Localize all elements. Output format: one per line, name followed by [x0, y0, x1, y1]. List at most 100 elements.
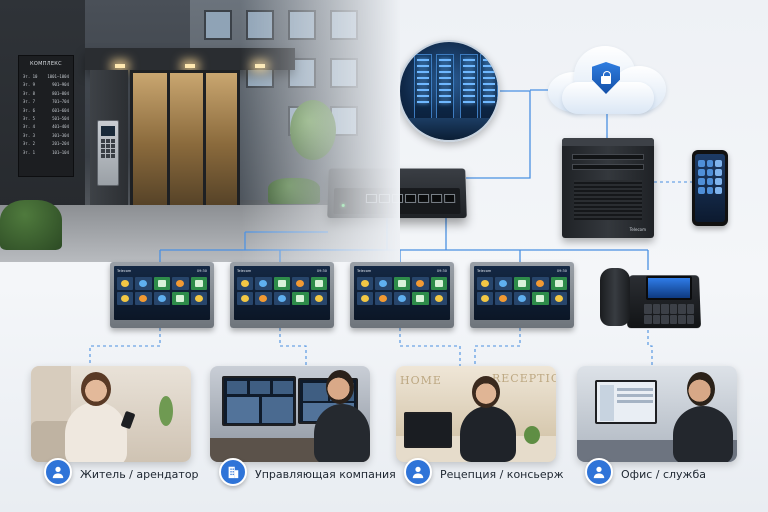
app-tile-icon[interactable] — [550, 277, 567, 290]
app-tile-icon[interactable] — [255, 292, 272, 305]
data-center-image — [398, 40, 500, 142]
app-tile-icon[interactable] — [412, 292, 429, 305]
photo-management-company — [210, 366, 370, 462]
app-tile-icon[interactable] — [430, 292, 447, 305]
app-tile-icon[interactable] — [237, 292, 254, 305]
app-tile-icon[interactable] — [393, 292, 411, 305]
directory-apartments: 1001–1004 — [47, 74, 69, 79]
app-tile-icon[interactable] — [532, 292, 549, 305]
role-management-company: Управляющая компания — [219, 458, 396, 486]
wall-sign-left: HOME — [400, 374, 442, 387]
monitor-app-grid[interactable] — [477, 277, 567, 305]
app-tile-icon[interactable] — [393, 277, 411, 290]
app-tile-icon[interactable] — [172, 277, 189, 290]
app-tile-icon[interactable] — [550, 292, 567, 305]
app-tile-icon[interactable] — [357, 292, 374, 305]
monitor-app-grid[interactable] — [117, 277, 207, 305]
app-tile-icon[interactable] — [477, 277, 494, 290]
monitor-brand: Telecom — [357, 269, 372, 273]
directory-floor: Эт. 8 — [23, 90, 36, 96]
directory-row: Эт. 3 301–304 — [23, 132, 69, 140]
directory-floor: Эт. 6 — [23, 107, 36, 113]
app-tile-icon[interactable] — [310, 292, 327, 305]
desk-ip-phone — [598, 268, 702, 330]
app-tile-icon[interactable] — [172, 292, 189, 305]
monitor-time: 09:30 — [556, 269, 567, 273]
app-tile-icon[interactable] — [117, 292, 134, 305]
monitor-app-grid[interactable] — [237, 277, 327, 305]
directory-apartments: 801–804 — [52, 90, 69, 96]
app-tile-icon[interactable] — [273, 277, 291, 290]
app-tile-icon[interactable] — [495, 277, 512, 290]
app-tile-icon[interactable] — [117, 277, 134, 290]
ip-phone-display — [646, 276, 692, 300]
directory-row: Эт. 8 801–804 — [23, 90, 69, 98]
app-tile-icon[interactable] — [357, 277, 374, 290]
app-tile-icon[interactable] — [135, 277, 152, 290]
shrub — [0, 200, 62, 250]
directory-apartments: 601–604 — [52, 107, 69, 113]
app-tile-icon[interactable] — [513, 277, 531, 290]
directory-apartments: 901–904 — [52, 82, 69, 88]
app-tile-icon[interactable] — [412, 277, 429, 290]
monitor-brand: Telecom — [237, 269, 252, 273]
app-tile-icon[interactable] — [153, 292, 171, 305]
reception-monitor — [404, 412, 452, 448]
app-tile-icon[interactable] — [255, 277, 272, 290]
smartphone-in-hand-icon — [120, 410, 136, 430]
directory-apartments: 701–704 — [52, 99, 69, 105]
role-label: Офис / служба — [621, 467, 706, 481]
sky-fade — [240, 0, 400, 262]
directory-floor: Эт. 7 — [23, 99, 36, 105]
server-brand: Telecom — [629, 227, 646, 232]
smartphone-app — [692, 150, 728, 226]
app-tile-icon[interactable] — [292, 292, 309, 305]
server-tower: Telecom — [562, 138, 654, 238]
app-tile-icon[interactable] — [292, 277, 309, 290]
directory-floor: Эт. 3 — [23, 132, 36, 138]
app-tile-icon[interactable] — [430, 277, 447, 290]
intercom-keypad[interactable] — [101, 139, 115, 158]
indoor-monitor-2[interactable]: Telecom 09:30 — [230, 262, 334, 328]
app-tile-icon[interactable] — [310, 277, 327, 290]
directory-apartments: 501–504 — [52, 116, 69, 122]
app-tile-icon[interactable] — [190, 277, 207, 290]
app-tile-icon[interactable] — [375, 292, 392, 305]
app-tile-icon[interactable] — [513, 292, 531, 305]
monitor-app-grid[interactable] — [357, 277, 447, 305]
app-tile-icon[interactable] — [273, 292, 291, 305]
monitor-time: 09:30 — [316, 269, 327, 273]
directory-floor: Эт. 9 — [23, 82, 36, 88]
app-tile-icon[interactable] — [477, 292, 494, 305]
directory-apartments: 401–404 — [52, 124, 69, 130]
indoor-monitor-screen[interactable]: Telecom 09:30 — [234, 266, 330, 320]
app-tile-icon[interactable] — [135, 292, 152, 305]
ip-phone-keypad — [644, 304, 694, 324]
role-label: Рецепция / консьерж — [440, 467, 564, 481]
directory-title: КОМПЛЕКС — [30, 61, 62, 67]
ip-phone-handset — [600, 268, 630, 326]
door-intercom-panel[interactable] — [97, 120, 119, 186]
photo-resident — [31, 366, 191, 462]
photo-reception: HOME RECEPTION — [396, 366, 556, 462]
app-tile-icon[interactable] — [190, 292, 207, 305]
directory-apartments: 301–304 — [52, 132, 69, 138]
app-tile-icon[interactable] — [237, 277, 254, 290]
app-tile-icon[interactable] — [375, 277, 392, 290]
app-tile-icon[interactable] — [495, 292, 512, 305]
directory-apartments: 101–104 — [52, 149, 69, 155]
directory-row: Эт. 7 701–704 — [23, 98, 69, 106]
monitor-time: 09:30 — [196, 269, 207, 273]
app-tile-icon[interactable] — [532, 277, 549, 290]
app-tile-icon[interactable] — [153, 277, 171, 290]
